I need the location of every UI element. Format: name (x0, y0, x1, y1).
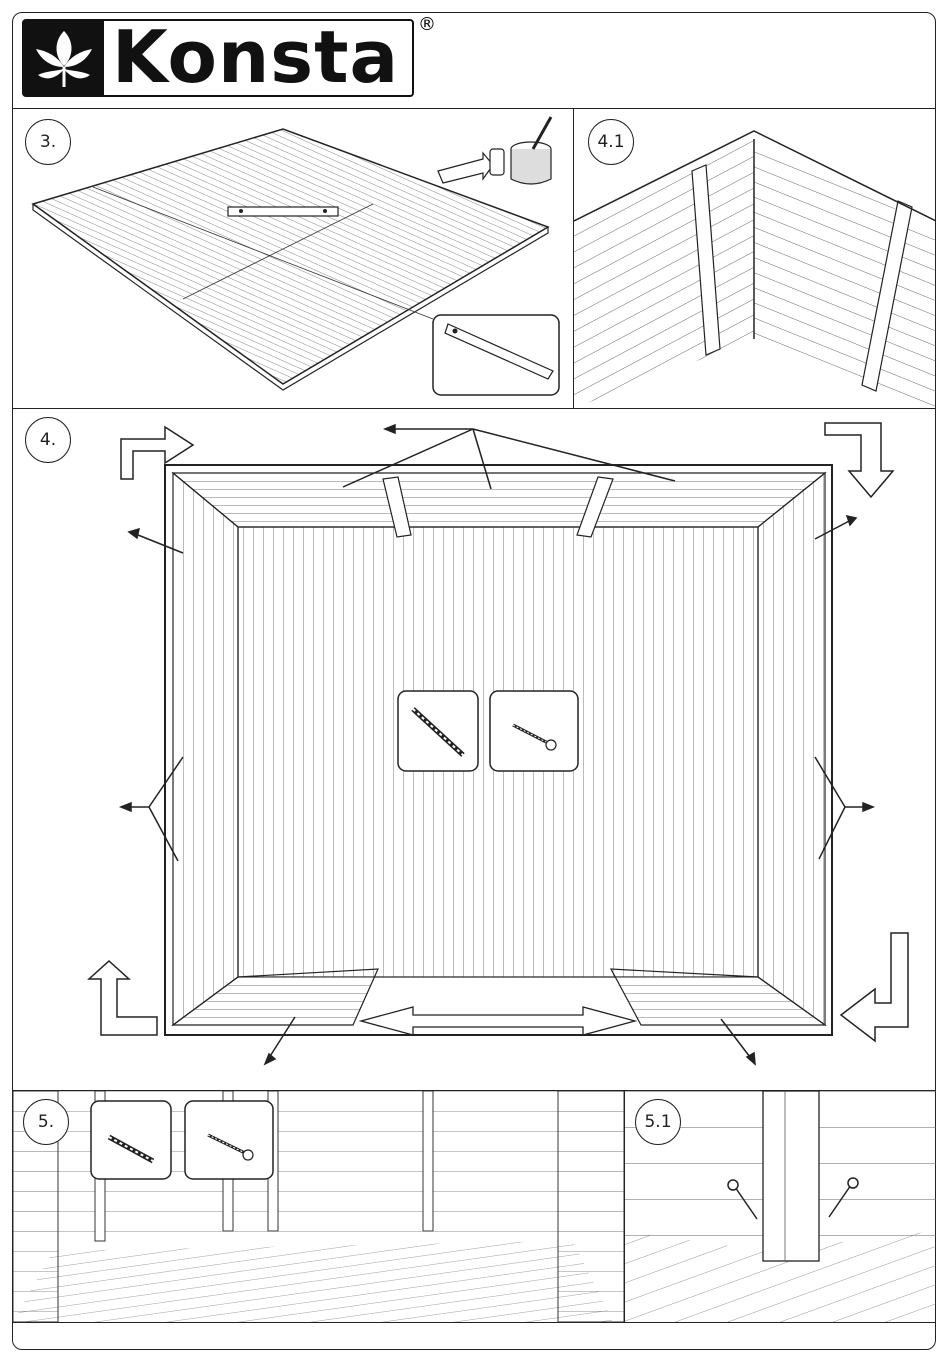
leaf-logo-icon (24, 21, 104, 95)
divider-footer (12, 1322, 936, 1323)
paint-can-brush-icon (438, 117, 551, 184)
shed-plan-illustration (13, 409, 936, 1090)
panel-step-4: 4. (13, 409, 936, 1090)
step-number-5: 5. (23, 1099, 69, 1145)
step-number-3: 3. (25, 119, 71, 165)
step-number-5-1: 5.1 (635, 1099, 681, 1145)
drill-bit-icon (91, 1101, 171, 1179)
panel-step-5: 5. (13, 1091, 624, 1322)
step-number-4: 4. (25, 417, 71, 463)
step-number-4-1: 4.1 (588, 119, 634, 165)
brand-name: Konsta (112, 15, 399, 99)
floor-illustration (13, 109, 573, 408)
screw-icon (185, 1101, 273, 1179)
screw-icon (490, 691, 578, 771)
panel-step-4-1: 4.1 (574, 109, 936, 408)
panel-step-3: 3. (13, 109, 573, 408)
interior-screwing-illustration (13, 1091, 624, 1322)
level-detail-inset (433, 315, 559, 395)
brand-logo: Konsta (22, 19, 414, 97)
spirit-level-icon (228, 207, 338, 216)
registered-mark: ® (418, 14, 436, 35)
panel-step-5-1: 5.1 (625, 1091, 936, 1322)
drill-bit-icon (398, 691, 478, 771)
